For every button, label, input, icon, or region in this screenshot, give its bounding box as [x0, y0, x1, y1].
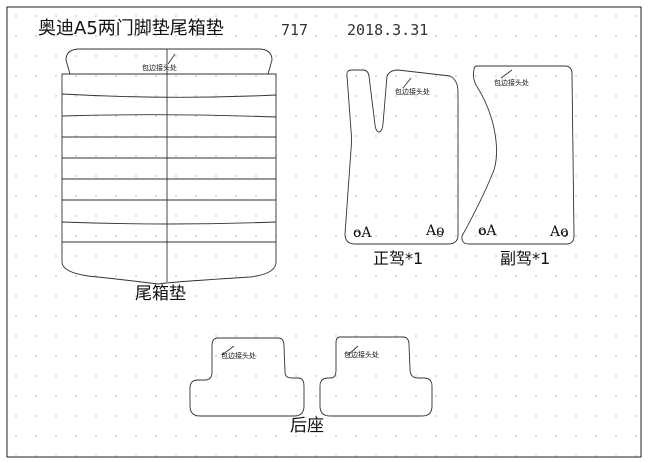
drawing-border — [6, 6, 642, 458]
driver-mat-outline — [344, 69, 459, 245]
drawing-title: 奥迪A5两门脚垫尾箱垫 — [38, 18, 224, 39]
rear-seat-caption: 后座 — [290, 416, 324, 436]
rear-seat-right-outline — [319, 336, 433, 417]
passenger-mat-caption: 副驾*1 — [500, 249, 551, 268]
rear-left-seam-note: 包边接头处 — [221, 352, 256, 360]
trunk-mat-outline — [61, 48, 277, 285]
passenger-mark-left: oA — [478, 223, 497, 239]
driver-mark-left: oA — [353, 225, 372, 241]
drawing-date: 2018.3.31 — [347, 21, 429, 39]
trunk-seam-note: 包边接头处 — [142, 64, 177, 72]
trunk-mat-caption: 尾箱垫 — [135, 284, 186, 304]
passenger-mat-outline — [461, 65, 575, 245]
driver-mark-right: Ao — [426, 223, 445, 239]
drawing-code: 717 — [281, 21, 309, 39]
passenger-right-hole — [562, 230, 569, 237]
passenger-seam-note: 包边接头处 — [494, 79, 529, 87]
trunk-mat-panel-lines — [61, 93, 277, 243]
rear-right-seam-note: 包边接头处 — [344, 351, 379, 359]
passenger-mark-right: Ao — [550, 224, 569, 240]
driver-left-hole — [353, 230, 360, 237]
driver-mat-caption: 正驾*1 — [373, 249, 424, 268]
rear-seat-left-outline — [189, 337, 305, 417]
passenger-left-hole — [479, 228, 486, 235]
driver-right-hole — [436, 230, 443, 237]
driver-seam-note: 包边接头处 — [395, 88, 430, 96]
